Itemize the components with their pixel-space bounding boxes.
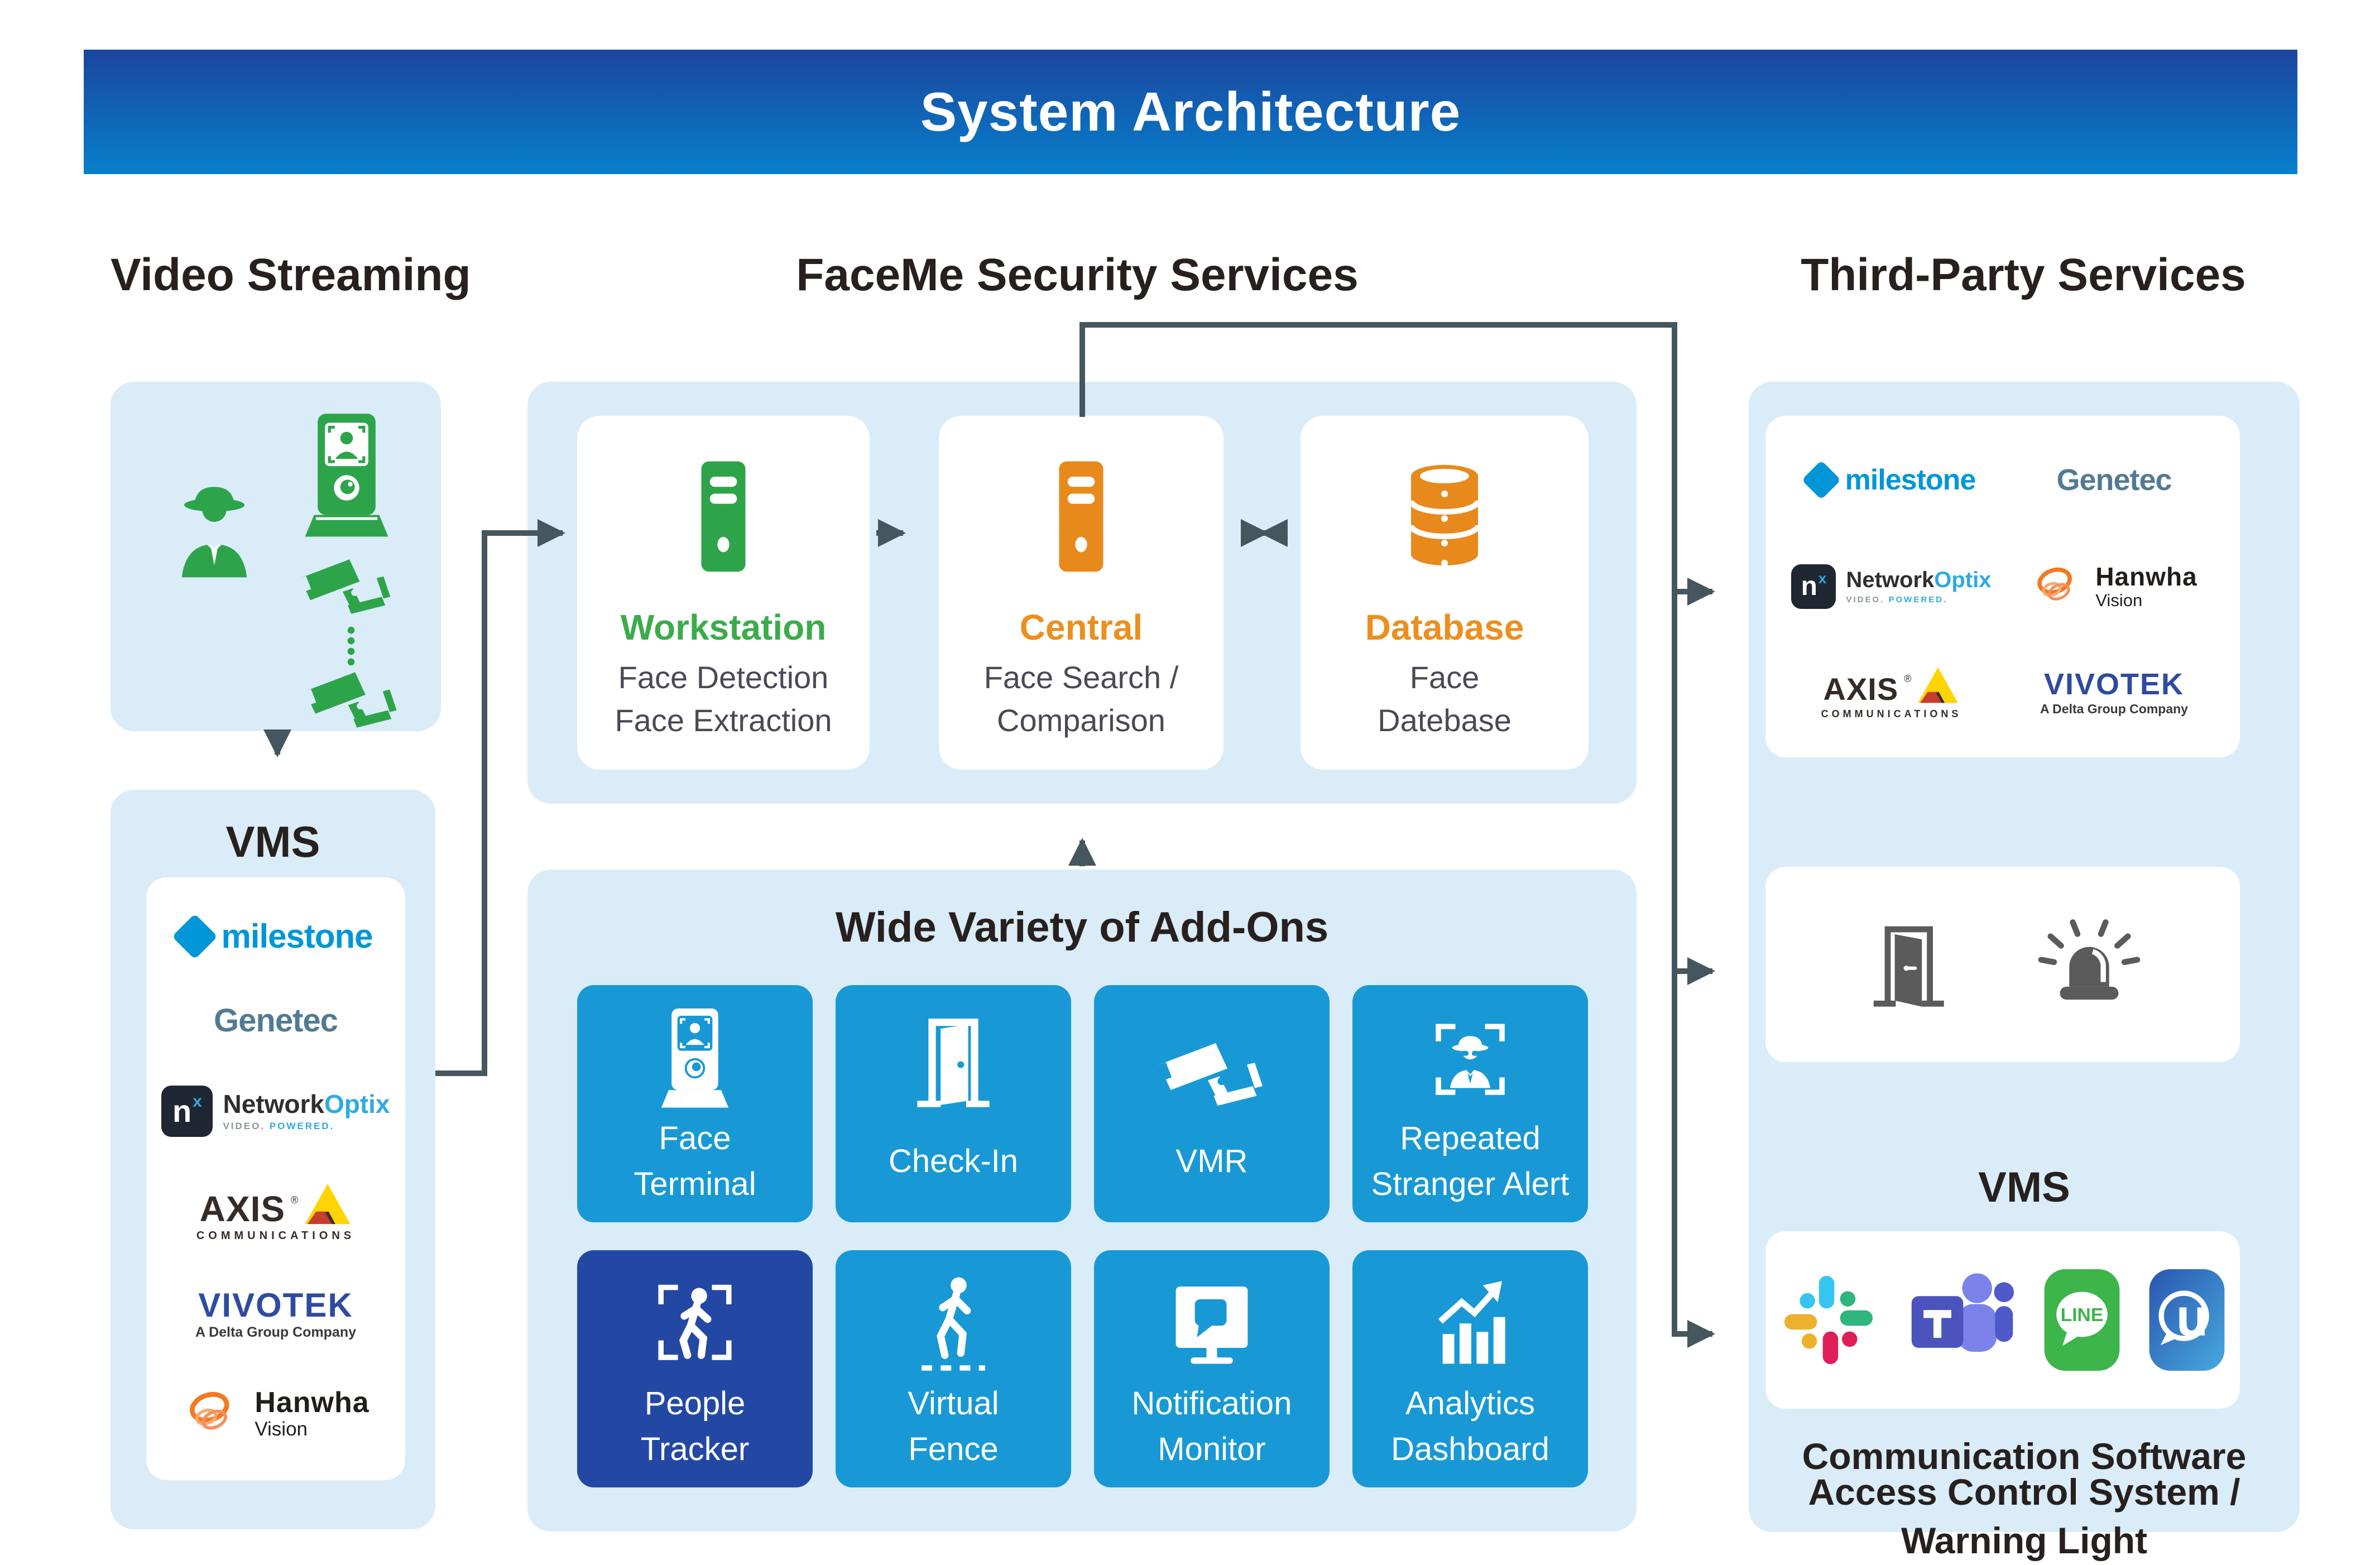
communication-software-label: Communication Software <box>1802 1436 2247 1477</box>
stranger-alert-icon <box>1417 985 1523 1113</box>
cctv-camera-icon <box>300 559 391 614</box>
milestone-diamond-icon <box>172 913 218 959</box>
notification-monitor-icon <box>1159 1250 1265 1379</box>
axis-triangle-icon <box>1918 667 1959 703</box>
video-streaming-panel <box>111 382 441 731</box>
milestone-logo: milestone <box>1801 460 1976 500</box>
database-line2: Datebase <box>1378 703 1512 738</box>
camera-continuation-dots-icon <box>347 626 355 666</box>
hanwha-rings-icon <box>2037 567 2072 601</box>
warning-light-icon <box>2038 919 2141 1000</box>
people-tracker-icon <box>642 1250 748 1379</box>
workstation-line1: Face Detection <box>618 660 829 695</box>
milestone-logo: milestone <box>172 913 373 959</box>
vms-panel-label: VMS <box>225 817 320 866</box>
check-in-door-icon <box>900 985 1006 1113</box>
genetec-logo: Genetec <box>2056 463 2172 497</box>
faceme-security-panel: Workstation Face Detection Face Extracti… <box>527 382 1637 804</box>
analytics-dashboard-icon <box>1417 1250 1523 1379</box>
addon-tile-check-in: Check-In <box>836 985 1071 1222</box>
third-party-heading: Third-Party Services <box>1801 249 2246 300</box>
central-line1: Face Search / <box>983 660 1179 695</box>
access-door-icon <box>1873 926 1944 1007</box>
page-title: System Architecture <box>920 81 1461 142</box>
face-terminal-icon <box>653 985 737 1113</box>
workstation-line2: Face Extraction <box>615 703 832 738</box>
axis-logo: AXIS® COMMUNICATIONS <box>196 1183 355 1242</box>
workstation-card: Workstation Face Detection Face Extracti… <box>577 416 870 770</box>
detective-person-icon <box>181 487 247 578</box>
title-banner: System Architecture <box>84 50 2297 174</box>
vivotek-logo: VIVOTEK A Delta Group Company <box>2040 668 2188 717</box>
database-label: Database <box>1365 607 1524 647</box>
milestone-diamond-icon <box>1801 460 1841 500</box>
svg-text:LINE: LINE <box>2061 1304 2104 1326</box>
addon-tile-vmr: VMR <box>1094 985 1330 1222</box>
vivotek-logo: VIVOTEK A Delta Group Company <box>195 1286 356 1340</box>
access-control-card <box>1765 867 2240 1062</box>
workstation-label: Workstation <box>620 607 827 647</box>
axis-triangle-icon <box>305 1184 351 1225</box>
svg-text:u: u <box>2176 1288 2209 1347</box>
vmr-camera-icon <box>1153 985 1270 1113</box>
video-streaming-heading: Video Streaming <box>111 249 471 300</box>
virtual-fence-icon <box>900 1250 1006 1379</box>
workstation-server-icon <box>681 441 766 593</box>
communication-software-card: LINE u <box>1765 1231 2240 1409</box>
cctv-camera-icon <box>305 672 397 728</box>
third-party-vms-label: VMS <box>1978 1164 2070 1211</box>
database-card: Database Face Datebase <box>1301 416 1589 770</box>
cyberlink-u-icon: u <box>2149 1269 2225 1371</box>
axis-logo: AXIS® COMMUNICATIONS <box>1821 666 1962 720</box>
central-label: Central <box>1019 607 1143 647</box>
database-cylinder-icon <box>1389 441 1500 593</box>
genetec-logo: Genetec <box>214 1002 338 1039</box>
access-control-label: Access Control System / Warning Light <box>1808 1471 2240 1562</box>
teams-icon <box>1911 1273 2014 1352</box>
central-card: Central Face Search / Comparison <box>939 416 1223 770</box>
addons-heading: Wide Variety of Add-Ons <box>835 904 1329 951</box>
hanwha-rings-icon <box>190 1391 229 1430</box>
slack-icon <box>1784 1275 1873 1365</box>
database-line1: Face <box>1409 660 1480 695</box>
face-terminal-device-icon <box>305 414 388 537</box>
central-server-icon <box>1039 441 1124 593</box>
central-line2: Comparison <box>997 703 1165 738</box>
line-icon: LINE <box>2044 1269 2120 1371</box>
faceme-services-heading: FaceMe Security Services <box>796 249 1359 300</box>
